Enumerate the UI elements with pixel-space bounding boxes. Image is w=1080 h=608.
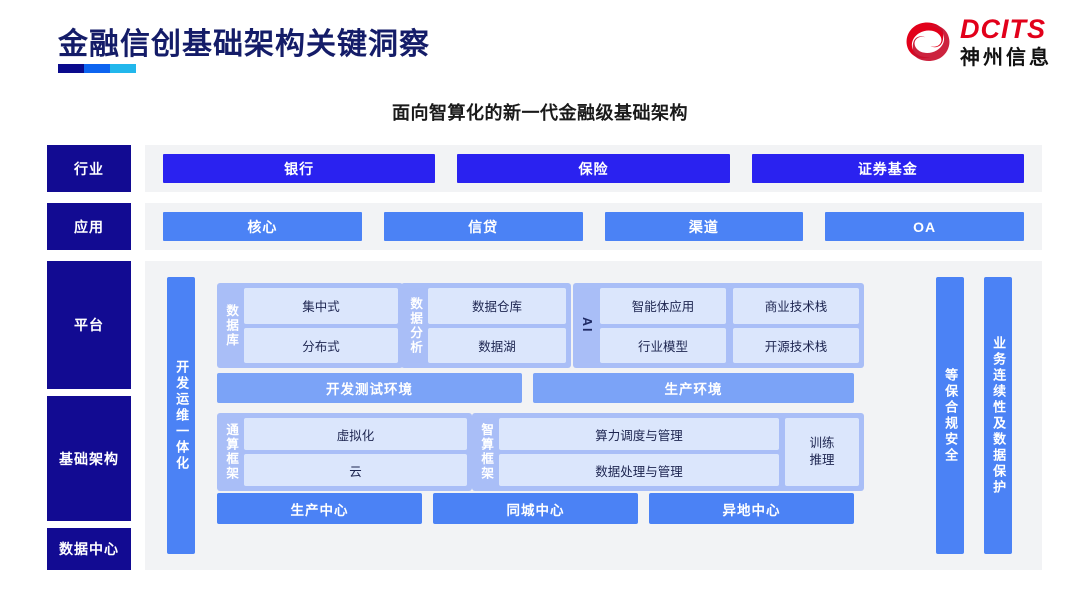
row-label-industry: 行业 [47, 145, 131, 192]
cell-agent-application[interactable]: 智能体应用 [600, 288, 726, 324]
vertical-bar-security-compliance[interactable]: 等保合规安全 [936, 277, 964, 554]
group-data-analysis[interactable]: 数据分析 数据仓库 数据湖 [401, 283, 571, 368]
cell-centralized[interactable]: 集中式 [244, 288, 398, 324]
dcits-swirl-icon [906, 22, 950, 62]
datacenter-item-remote[interactable]: 异地中心 [649, 493, 854, 524]
ai-column-right: 商业技术栈 开源技术栈 [733, 288, 859, 363]
cell-training-inference[interactable]: 训练 推理 [785, 418, 859, 486]
cell-industry-model[interactable]: 行业模型 [600, 327, 726, 363]
application-item-channel[interactable]: 渠道 [604, 212, 804, 241]
cell-commercial-tech-stack[interactable]: 商业技术栈 [733, 288, 859, 324]
group-body-intelligent-compute: 算力调度与管理 数据处理与管理 训练 推理 [499, 418, 859, 486]
industry-item-insurance[interactable]: 保险 [457, 154, 730, 183]
underline-segment-1 [58, 64, 84, 73]
logo-en-text: DCITS [960, 14, 1046, 44]
cell-cloud[interactable]: 云 [244, 454, 467, 486]
application-item-credit[interactable]: 信贷 [383, 212, 583, 241]
group-body-general-compute: 虚拟化 云 [244, 418, 467, 486]
group-ai[interactable]: AI 智能体应用 行业模型 商业技术栈 开源技术栈 [573, 283, 864, 368]
group-title-ai: AI [580, 317, 595, 334]
underline-segment-2 [84, 64, 110, 73]
group-title-database: 数据库 [224, 303, 239, 348]
cell-data-lake[interactable]: 数据湖 [428, 327, 566, 363]
industry-row-panel: 银行 保险 证券基金 [145, 145, 1042, 192]
main-architecture-panel: 开发运维一体化 等保合规安全 业务连续性及数据保护 数据库 集中式 分布式 数据… [145, 261, 1042, 570]
cell-distributed[interactable]: 分布式 [244, 327, 398, 363]
env-bar-production[interactable]: 生产环境 [533, 373, 854, 403]
group-body-ai: 智能体应用 行业模型 商业技术栈 开源技术栈 [600, 288, 859, 363]
ai-column-left: 智能体应用 行业模型 [600, 288, 726, 363]
cell-virtualization[interactable]: 虚拟化 [244, 418, 467, 450]
training-label: 训练 [809, 436, 835, 451]
logo-text: DCITS 神州信息 [960, 14, 1052, 69]
group-intelligent-compute-framework[interactable]: 智算框架 算力调度与管理 数据处理与管理 训练 推理 [472, 413, 864, 491]
group-general-compute-framework[interactable]: 通算框架 虚拟化 云 [217, 413, 472, 491]
page-subtitle: 面向智算化的新一代金融级基础架构 [392, 103, 688, 123]
group-database[interactable]: 数据库 集中式 分布式 [217, 283, 403, 368]
industry-item-securities-fund[interactable]: 证券基金 [751, 154, 1024, 183]
application-bars: 核心 信贷 渠道 OA [145, 203, 1042, 250]
industry-bars: 银行 保险 证券基金 [145, 145, 1042, 192]
datacenter-item-same-city[interactable]: 同城中心 [433, 493, 638, 524]
cell-compute-scheduling[interactable]: 算力调度与管理 [499, 418, 779, 450]
env-bar-dev-test[interactable]: 开发测试环境 [217, 373, 522, 403]
inference-label: 推理 [809, 453, 835, 467]
cell-data-warehouse[interactable]: 数据仓库 [428, 288, 566, 324]
row-label-datacenter: 数据中心 [47, 528, 131, 570]
intelligent-compute-column: 算力调度与管理 数据处理与管理 [499, 418, 779, 486]
application-row-panel: 核心 信贷 渠道 OA [145, 203, 1042, 250]
application-item-oa[interactable]: OA [825, 212, 1024, 241]
application-item-core[interactable]: 核心 [163, 212, 362, 241]
underline-segment-3 [110, 64, 136, 73]
group-body-data-analysis: 数据仓库 数据湖 [428, 288, 566, 363]
cell-data-processing[interactable]: 数据处理与管理 [499, 454, 779, 486]
datacenter-item-production[interactable]: 生产中心 [217, 493, 422, 524]
industry-item-bank[interactable]: 银行 [163, 154, 436, 183]
architecture-content: 数据库 集中式 分布式 数据分析 数据仓库 数据湖 AI 智能体 [211, 277, 920, 554]
dcits-logo: DCITS 神州信息 [901, 16, 1052, 68]
title-underline-decoration [58, 64, 136, 73]
vertical-bar-devops[interactable]: 开发运维一体化 [167, 277, 195, 554]
page-title: 金融信创基础架构关键洞察 [58, 28, 430, 61]
group-body-database: 集中式 分布式 [244, 288, 398, 363]
cell-opensource-tech-stack[interactable]: 开源技术栈 [733, 327, 859, 363]
group-title-intelligent-compute: 智算框架 [479, 423, 494, 481]
row-label-infrastructure: 基础架构 [47, 396, 131, 521]
row-label-application: 应用 [47, 203, 131, 250]
logo-cn-text: 神州信息 [960, 47, 1052, 69]
row-label-platform: 平台 [47, 261, 131, 389]
vertical-bar-business-continuity[interactable]: 业务连续性及数据保护 [984, 277, 1012, 554]
group-title-general-compute: 通算框架 [224, 423, 239, 481]
group-title-data-analysis: 数据分析 [408, 296, 423, 355]
